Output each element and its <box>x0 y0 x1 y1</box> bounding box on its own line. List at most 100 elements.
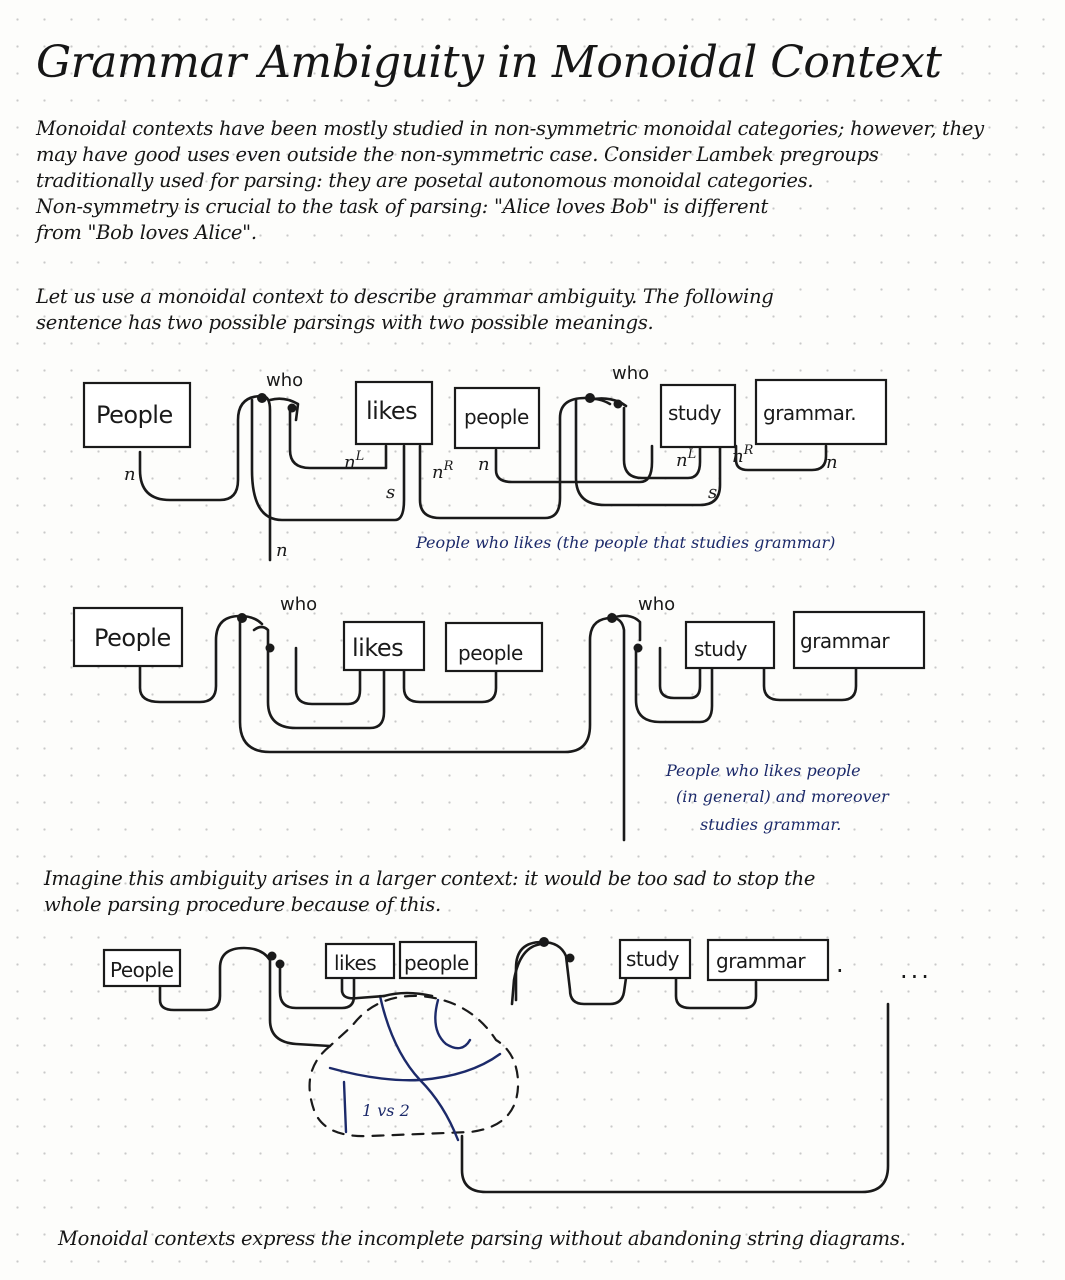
d3-word-people2: people <box>404 951 469 975</box>
d2-word-box-people <box>72 606 184 668</box>
d3-trailing-period: . <box>836 950 843 978</box>
context-hole-outline <box>308 994 520 1138</box>
larger-context-paragraph: Imagine this ambiguity arises in a large… <box>44 866 1034 918</box>
d2-word-box-study <box>684 620 776 670</box>
wire-d2-who2-inner <box>634 646 714 724</box>
diagram-3: 1 vs 2 People likes people study grammar… <box>102 937 932 1194</box>
ambiguity-wire <box>434 998 472 1050</box>
type-label: n <box>826 452 838 473</box>
conclusion-text: Monoidal contexts express the incomplete… <box>58 1227 906 1250</box>
d3-who2-node-inner <box>565 953 575 963</box>
word-box-grammar <box>754 378 888 446</box>
wire-d2-who1-inner <box>266 646 386 730</box>
word-box-people2 <box>453 386 541 450</box>
d3-word-box-study <box>618 938 692 980</box>
diagram-2-caption-line: People who likes people <box>665 761 861 780</box>
word-grammar: grammar. <box>763 401 856 425</box>
intro-line: Non-symmetry is crucial to the task of p… <box>36 195 768 218</box>
wire-d2-who1-outer <box>238 616 614 754</box>
context-label: 1 vs 2 <box>362 1101 410 1120</box>
d3-word-box-grammar <box>706 938 830 982</box>
intro-line: traditionally used for parsing: they are… <box>36 169 814 192</box>
wire-d2-who1-mid <box>252 625 270 650</box>
word-study: study <box>668 401 722 425</box>
word-likes: likes <box>366 397 417 425</box>
intro-line: may have good uses even outside the non-… <box>36 143 879 166</box>
d3-who1-node <box>267 951 277 961</box>
wire-d3-who2-loop <box>514 940 628 1006</box>
d2-who2-node <box>607 613 617 623</box>
type-label-nL: nL <box>344 449 364 473</box>
type-label: s <box>708 482 717 503</box>
wire-who1-branch <box>268 397 300 422</box>
wire-d3-who-outer <box>268 954 332 1048</box>
wire-d3-study-grammar <box>674 976 758 1010</box>
d3-word-study: study <box>626 947 680 971</box>
diagram-2: People likes people study grammar who wh… <box>72 594 926 842</box>
wire-who1-nL <box>288 406 388 470</box>
diagram-2-caption-line: (in general) and moreover <box>676 787 890 806</box>
wire-d2-who2-n <box>658 646 702 700</box>
type-label-nR: nR <box>732 443 754 467</box>
wire-d2-likes-people <box>402 668 498 704</box>
d2-who-label-1: who <box>280 594 317 615</box>
wire-d2-who1-n <box>294 646 362 706</box>
d2-word-grammar: grammar <box>800 629 890 653</box>
d2-word-box-likes <box>342 620 426 672</box>
word-box-study <box>659 383 737 449</box>
type-label: n <box>124 464 136 485</box>
who1-node-inner <box>287 403 297 413</box>
who1-node <box>257 393 267 403</box>
wire-d3-likes-in <box>340 976 386 1000</box>
wire-who2-nL <box>622 406 702 480</box>
type-label-nL: nL <box>676 447 696 471</box>
wire-study-nR <box>734 444 828 472</box>
wire-d3-who2-down <box>510 942 544 1006</box>
who-label-2: who <box>612 363 649 384</box>
d3-word-likes: likes <box>334 951 376 975</box>
ambiguity-line: Let us use a monoidal context to describ… <box>36 285 774 308</box>
d3-ellipsis: ... <box>900 956 932 984</box>
wire-s-loop <box>250 398 406 522</box>
d2-who1-node-inner <box>265 643 275 653</box>
wire-d3-people <box>158 946 272 1012</box>
wire-d3-hole-top <box>382 991 434 998</box>
ambiguity-wire <box>342 1080 348 1134</box>
word-box-people <box>82 381 192 449</box>
intro-paragraph: Monoidal contexts have been mostly studi… <box>36 116 1036 246</box>
intro-line: from "Bob loves Alice". <box>36 221 257 244</box>
wire-d3-who-inner <box>278 962 356 1010</box>
wire-who2-s <box>574 398 722 507</box>
d3-word-people: People <box>110 958 174 982</box>
d3-word-grammar: grammar <box>716 949 806 973</box>
type-label: n <box>478 454 490 475</box>
wire-d2-who2-down <box>610 616 626 842</box>
d3-who1-node-inner <box>275 959 285 969</box>
word-people: People <box>96 401 173 429</box>
type-label: n <box>276 540 288 561</box>
d2-who-label-2: who <box>638 594 675 615</box>
larger-context-line: Imagine this ambiguity arises in a large… <box>44 867 816 890</box>
d2-word-people2: people <box>458 641 523 665</box>
diagram-1-caption: People who likes (the people that studie… <box>415 533 835 552</box>
d2-word-likes: likes <box>352 634 403 662</box>
who2-node-inner <box>613 399 623 409</box>
d2-word-box-people2 <box>444 621 544 673</box>
word-people2: people <box>464 405 529 429</box>
d2-word-people: People <box>94 624 171 652</box>
ambiguity-wire <box>328 1052 502 1082</box>
wire-d2-study-grammar <box>762 666 858 702</box>
d2-who2-node-inner <box>633 643 643 653</box>
ambiguity-wire <box>378 994 460 1142</box>
who-label-1: who <box>266 370 303 391</box>
d3-word-box-likes <box>324 942 396 980</box>
d2-word-box-grammar <box>792 610 926 670</box>
intro-line: Monoidal contexts have been mostly studi… <box>36 117 984 140</box>
ambiguity-line: sentence has two possible parsings with … <box>36 311 654 334</box>
d3-word-box-people <box>102 948 182 988</box>
larger-context-line: whole parsing procedure because of this. <box>44 893 441 916</box>
d3-who2-node <box>539 937 549 947</box>
diagram-2-caption-line: studies grammar. <box>700 815 841 834</box>
wire-people2-n <box>494 444 654 484</box>
